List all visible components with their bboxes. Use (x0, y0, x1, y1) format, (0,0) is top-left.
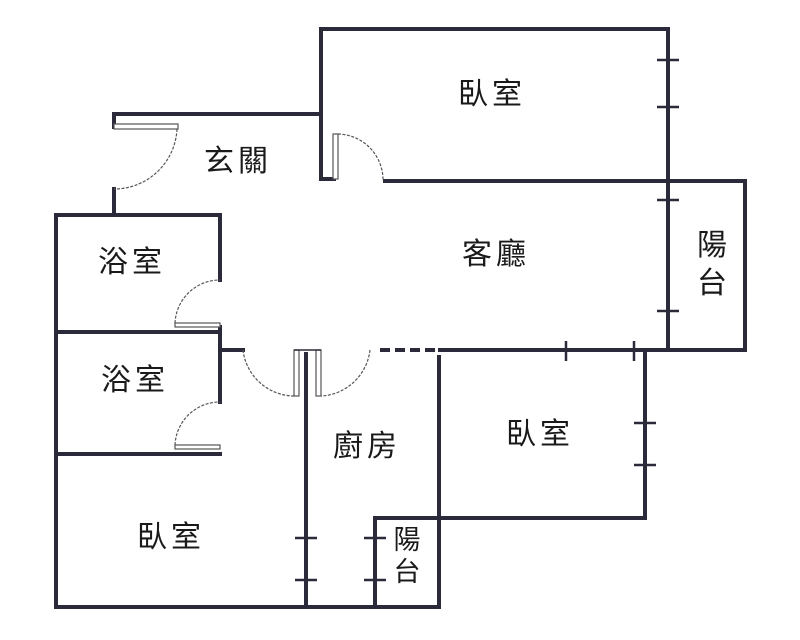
bathroom-walls (54, 213, 245, 609)
bathroom-lower-door (174, 401, 221, 450)
bedroom-top-door (332, 133, 384, 182)
bedroom-middle-window-ticks (634, 421, 656, 467)
room-label-bedroom-middle: 臥室 (506, 417, 574, 452)
bedroom-top-window-ticks (657, 58, 679, 109)
foyer-walls (112, 112, 323, 215)
room-label-bathroom-lower: 浴室 (101, 363, 169, 398)
room-label-foyer: 玄關 (204, 144, 272, 179)
room-label-bedroom-top: 臥室 (458, 77, 526, 112)
room-label-bathroom-upper: 浴室 (98, 245, 166, 280)
room-label-living-room: 客廳 (462, 237, 530, 272)
room-label-balcony-small: 陽台 (393, 525, 421, 588)
bedroom-top-walls (319, 27, 670, 183)
living-room-window-ticks (564, 198, 679, 361)
entry-door (113, 123, 179, 190)
room-label-balcony-right: 陽台 (697, 228, 727, 301)
kitchen-walls (54, 348, 647, 609)
bathroom-upper-door (174, 279, 221, 328)
room-label-kitchen: 廚房 (333, 429, 401, 464)
living-room-walls (380, 179, 747, 352)
room-label-bedroom-bottom-left: 臥室 (137, 520, 205, 555)
kitchen-window-ticks (295, 536, 386, 582)
kitchen-double-door (242, 349, 371, 397)
